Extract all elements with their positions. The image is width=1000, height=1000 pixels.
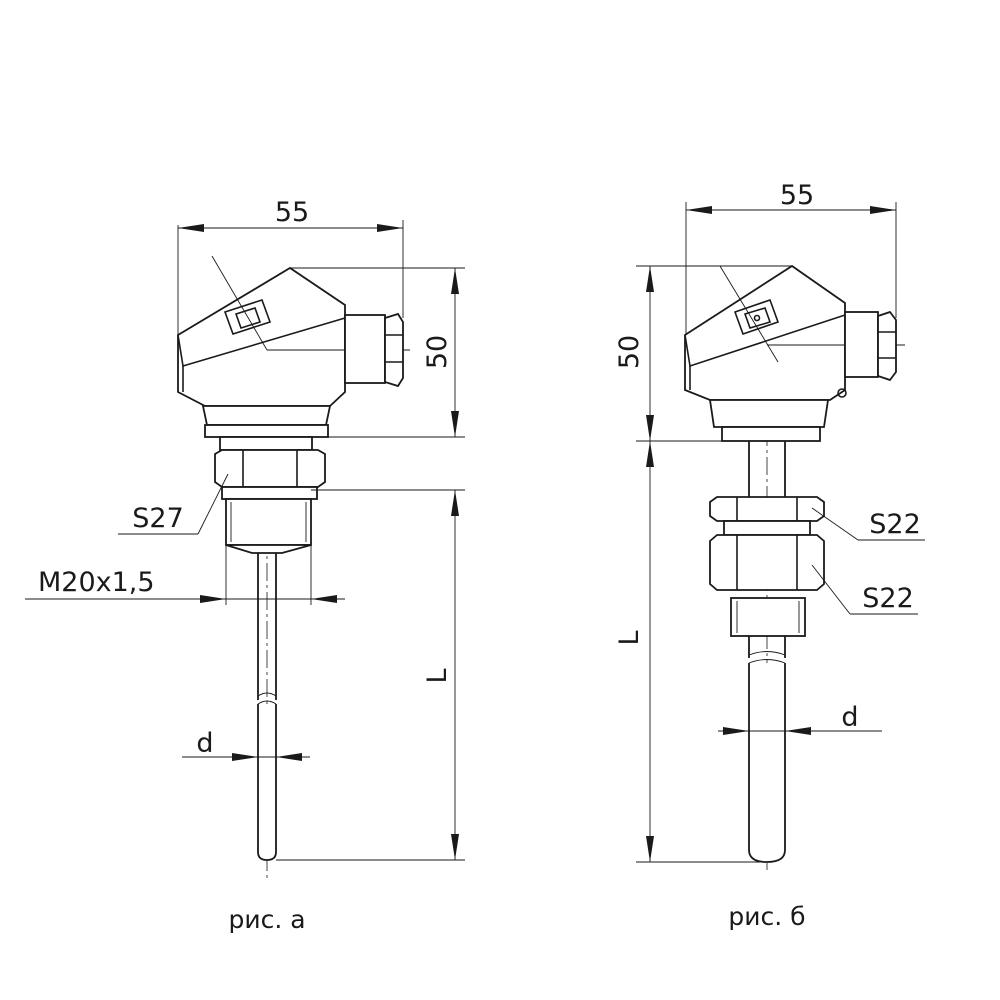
break-mark-1 xyxy=(257,692,277,697)
terminal-head xyxy=(177,266,346,407)
figure-caption: рис. б xyxy=(728,902,805,931)
arrow-d-right xyxy=(785,727,811,735)
ground-screw xyxy=(837,388,847,398)
arrow-55-left xyxy=(686,206,712,214)
head-neck xyxy=(708,399,830,428)
cover-axis-line xyxy=(719,265,779,363)
arrow-d-left xyxy=(232,753,258,761)
arrow-50-top xyxy=(646,266,654,292)
arrow-thread-left xyxy=(200,595,226,603)
arrow-l-top xyxy=(646,441,654,467)
arrow-thread-right xyxy=(311,595,337,603)
figure-a: 55 50 L S27 M20x1,5 d рис. а xyxy=(25,197,465,934)
head-base xyxy=(721,426,821,442)
threaded-fitting xyxy=(225,498,312,546)
diameter-label: d xyxy=(841,702,858,733)
probe-stem-lower xyxy=(748,663,786,863)
dim-length-label: L xyxy=(422,668,453,683)
extension-tube xyxy=(748,441,786,497)
cable-gland-nut xyxy=(877,310,897,382)
wrench-size-upper-label: S22 xyxy=(869,509,921,540)
cable-gland-body xyxy=(344,314,386,384)
cover-axis-line xyxy=(211,255,268,351)
label-window-screw xyxy=(753,314,761,322)
label-window xyxy=(223,299,272,335)
head-base xyxy=(204,424,329,438)
label-window xyxy=(733,298,780,336)
break-mark-2 xyxy=(748,659,786,664)
arrow-l-bottom xyxy=(451,834,459,860)
dim-height-label: 50 xyxy=(614,335,645,369)
arrow-50-bottom xyxy=(451,411,459,437)
break-mark-2 xyxy=(257,700,277,705)
arrow-55-right xyxy=(870,206,896,214)
label-window-inner xyxy=(234,307,262,329)
probe-stem-lower xyxy=(257,704,277,861)
figure-b: 55 50 L S22 S22 d рис. б xyxy=(614,180,925,931)
leader-s27 xyxy=(197,473,229,535)
label-window-inner xyxy=(743,307,772,329)
arrow-d-left xyxy=(723,727,749,735)
arrow-55-left xyxy=(178,224,204,232)
fitting-shoulder xyxy=(221,486,318,500)
fitting-taper xyxy=(225,544,312,554)
cable-gland-body xyxy=(844,311,879,378)
arrow-50-top xyxy=(451,268,459,294)
arrow-l-bottom xyxy=(646,836,654,862)
hex-nut-s27 xyxy=(214,449,326,488)
arrow-d-right xyxy=(276,753,302,761)
leader-s22-upper xyxy=(811,507,859,541)
dim-width-label: 55 xyxy=(275,197,309,228)
diameter-label: d xyxy=(196,728,213,759)
break-mark-1 xyxy=(748,651,786,656)
leader-s22-lower xyxy=(811,564,851,615)
thread-label: M20x1,5 xyxy=(38,567,155,598)
threaded-fitting xyxy=(730,597,806,637)
wrench-size-lower-label: S22 xyxy=(862,583,914,614)
wrench-size-label: S27 xyxy=(132,503,184,534)
dim-width-label: 55 xyxy=(780,180,814,211)
terminal-head xyxy=(684,264,846,401)
nut-spacer xyxy=(723,520,811,536)
neck-collar xyxy=(219,436,313,451)
head-neck xyxy=(201,405,332,426)
figure-caption: рис. а xyxy=(228,905,305,934)
arrow-55-right xyxy=(377,224,403,232)
arrow-l-top xyxy=(451,490,459,516)
cable-gland-nut xyxy=(384,312,404,388)
probe-stem-upper xyxy=(257,553,277,700)
dim-length-label: L xyxy=(614,630,645,645)
arrow-50-bottom xyxy=(646,415,654,441)
dim-height-label: 50 xyxy=(422,335,453,369)
hex-nut-s22-lower xyxy=(709,534,825,591)
probe-stem-upper xyxy=(748,636,786,658)
hex-nut-s22-upper xyxy=(709,496,825,522)
